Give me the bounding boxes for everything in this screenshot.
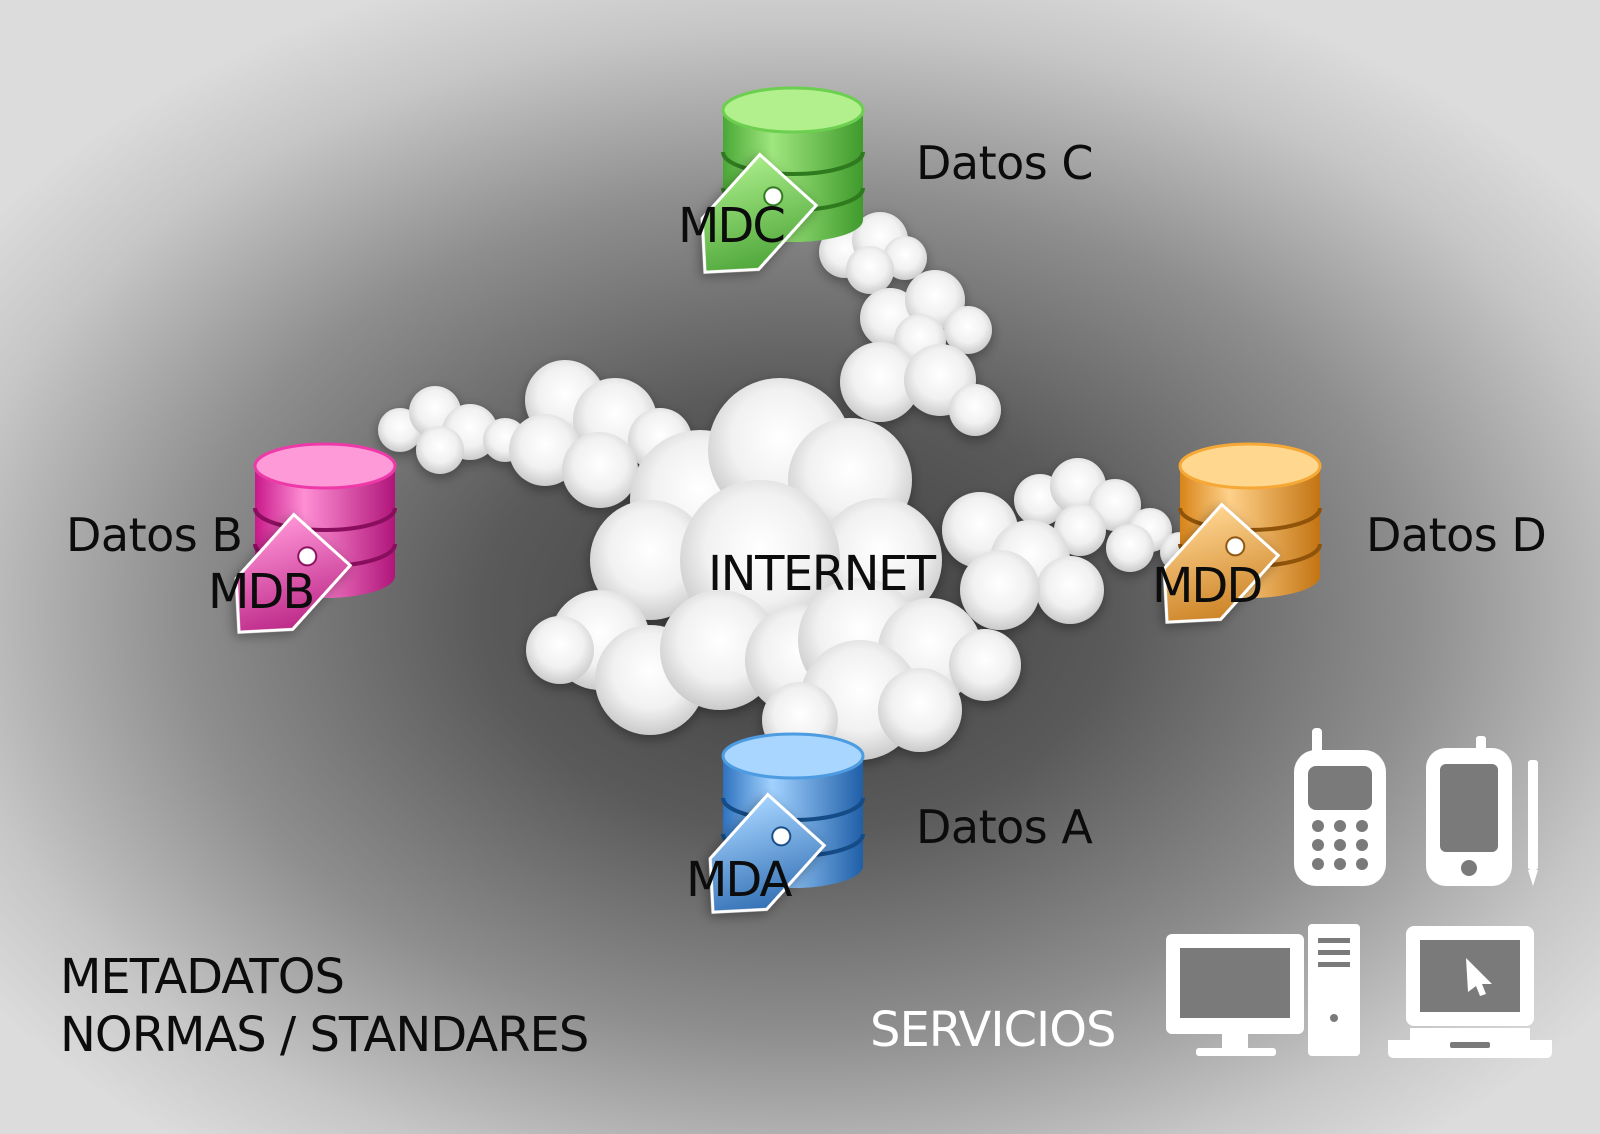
cloud-link-d [942,458,1200,630]
database-name-a: Datos A [916,800,1093,854]
cloud-center [526,378,1021,760]
metadata-tag-label-a: MDA [686,852,792,908]
metadata-tag-label-d: MDD [1152,558,1263,614]
database-name-c: Datos C [916,136,1094,190]
metadata-tag-b [234,512,353,634]
metadata-tag-a [708,792,827,914]
cloud-link-c [819,212,1001,436]
smartphone-stylus-icon [1426,736,1538,886]
metadata-tag-label-b: MDB [208,564,315,620]
internet-cloud-network [378,212,1200,760]
metadata-tag-label-c: MDC [678,198,786,254]
mobile-phone-icon [1294,728,1386,886]
standards-heading: NORMAS / STANDARES [60,1007,589,1063]
metadata-tag-d [1162,502,1281,624]
database-name-d: Datos D [1366,508,1547,562]
desktop-computer-icon [1166,924,1360,1056]
database-name-b: Datos B [66,508,243,562]
metadata-heading: METADATOS [60,949,345,1005]
services-label: SERVICIOS [870,1002,1116,1058]
metadata-tag-c [700,152,819,274]
cloud-link-b [378,360,692,508]
internet-label: INTERNET [708,546,936,602]
laptop-icon [1388,926,1552,1058]
